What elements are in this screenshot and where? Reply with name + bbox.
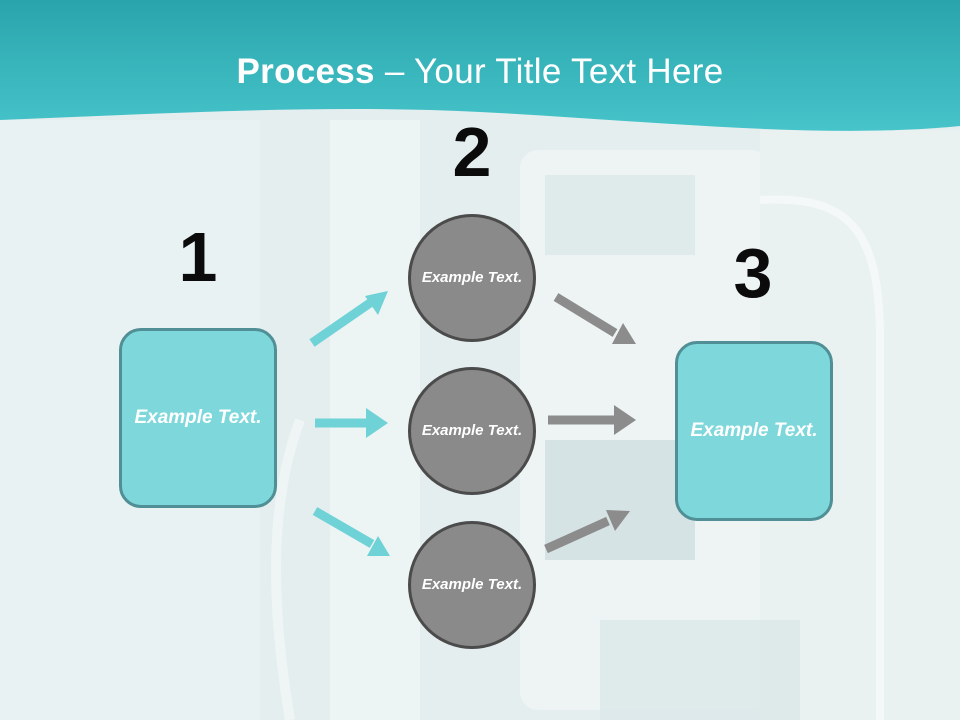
teal-arrow-right [315,408,388,438]
step-2-circle-2-text: Example Text. [421,422,523,440]
teal-arrow-down [312,507,390,556]
step-2-circle-3-text: Example Text. [421,576,523,594]
page-title: Process – Your Title Text Here [0,52,960,92]
step-1-box: Example Text. [119,328,277,508]
title-bold: Process [236,52,375,91]
step-2-circle-1: Example Text. [408,214,536,342]
step-2-circle-1-text: Example Text. [421,269,523,287]
gray-arrow-up [544,510,630,554]
step-2-circle-3: Example Text. [408,521,536,649]
gray-arrow-down [553,293,636,344]
teal-arrow-up [309,291,388,347]
step-number-1: 1 [178,218,218,296]
header-band [0,0,960,131]
step-number-2: 2 [452,113,492,191]
step-number-3: 3 [733,234,773,312]
step-3-box: Example Text. [675,341,833,521]
gray-arrow-right [548,405,636,435]
step-1-text: Example Text. [134,407,262,429]
step-2-circle-2: Example Text. [408,367,536,495]
title-rest: – Your Title Text Here [374,52,724,91]
step-3-text: Example Text. [690,420,818,442]
